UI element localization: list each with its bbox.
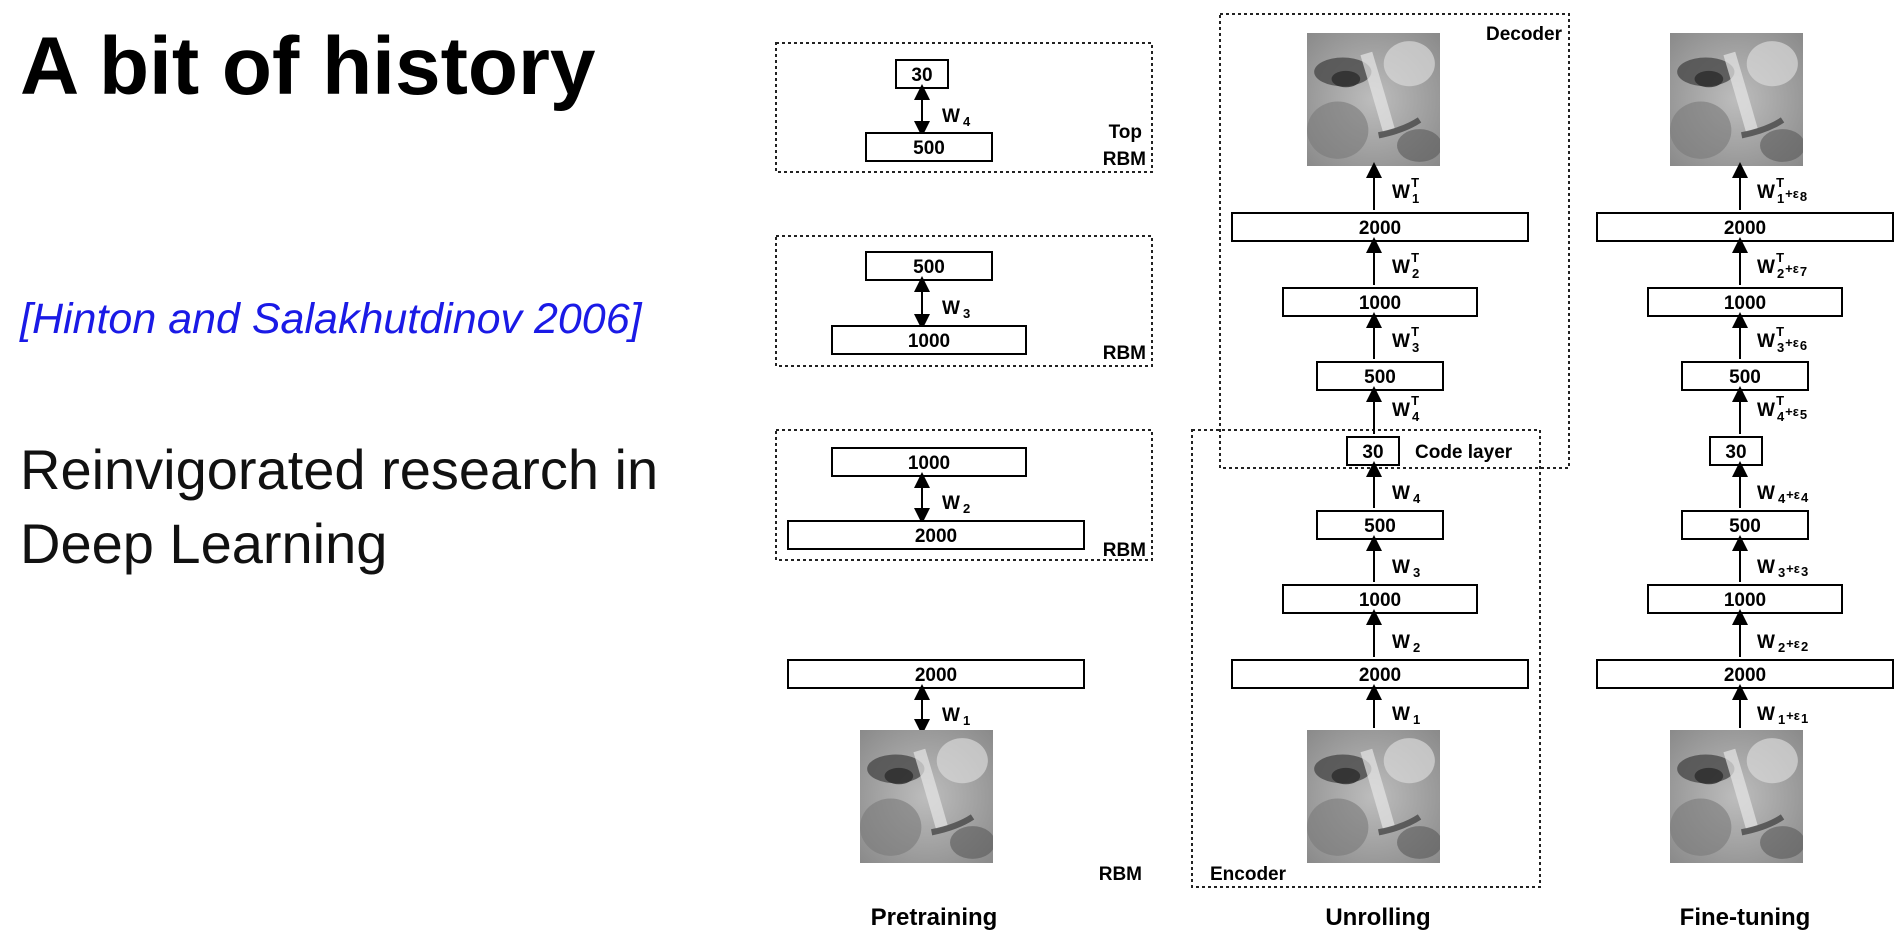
- rbm1-top-layer: [787, 659, 1085, 689]
- rbm3-top-layer: [865, 251, 993, 281]
- unroll-layer-2000-bottom-value: 2000: [1359, 665, 1401, 686]
- pretraining-face-image: [860, 730, 995, 863]
- body-text: Reinvigorated research in Deep Learning: [20, 433, 780, 582]
- ft-layer-1000-bottom-value: 1000: [1724, 590, 1766, 611]
- ft-layer-1000-bottom: [1647, 584, 1843, 614]
- rbm3-top-value: 500: [913, 257, 945, 278]
- rbm4-top-value: 30: [911, 65, 932, 86]
- unrolling-input-face: [1307, 730, 1442, 863]
- unroll-layer-2000-bottom: [1231, 659, 1529, 689]
- pretraining-caption: Pretraining: [871, 904, 998, 931]
- rbm2-bottom-value: 2000: [915, 526, 957, 547]
- slide-title: A bit of history: [20, 21, 596, 112]
- ft-layer-2000-top: [1596, 212, 1894, 242]
- rbm1-label: RBM: [1099, 864, 1142, 885]
- unroll-layer-1000-top: [1282, 287, 1478, 317]
- rbm3-bottom-layer: [831, 325, 1027, 355]
- unroll-layer-1000-bottom: [1282, 584, 1478, 614]
- unrolling-output-face: [1307, 33, 1442, 166]
- ft-code-value: 30: [1725, 442, 1746, 463]
- rbm3-frame: [775, 235, 1153, 367]
- finetuning-caption: Fine-tuning: [1680, 904, 1811, 931]
- rbm4-bottom-value: 500: [913, 138, 945, 159]
- unrolling-caption: Unrolling: [1325, 904, 1430, 931]
- rbm4-bottom-layer: [865, 132, 993, 162]
- ft-code-layer: [1709, 436, 1763, 466]
- ft-layer-1000-top-value: 1000: [1724, 293, 1766, 314]
- unroll-layer-500-top: [1316, 361, 1444, 391]
- unroll-layer-500-bottom: [1316, 510, 1444, 540]
- rbm4-top-layer: [895, 59, 949, 89]
- encoder-frame: [1191, 429, 1541, 888]
- top-rbm-label-2: RBM: [1103, 149, 1146, 170]
- unroll-layer-1000-bottom-value: 1000: [1359, 590, 1401, 611]
- body-line-1: Reinvigorated research in: [20, 438, 659, 501]
- unroll-layer-1000-top-value: 1000: [1359, 293, 1401, 314]
- rbm2-bottom-layer: [787, 520, 1085, 550]
- ft-layer-500-top-value: 500: [1729, 367, 1761, 388]
- unroll-layer-2000-top: [1231, 212, 1529, 242]
- unroll-layer-2000-top-value: 2000: [1359, 218, 1401, 239]
- unroll-code-value: 30: [1362, 442, 1383, 463]
- decoder-label: Decoder: [1486, 24, 1563, 45]
- unroll-layer-500-bottom-value: 500: [1364, 516, 1396, 537]
- ft-layer-500-top: [1681, 361, 1809, 391]
- unroll-layer-500-top-value: 500: [1364, 367, 1396, 388]
- decoder-frame: [1219, 13, 1570, 469]
- finetuning-output-face: [1670, 33, 1805, 166]
- rbm2-frame: [775, 429, 1153, 561]
- ft-layer-500-bottom: [1681, 510, 1809, 540]
- rbm2-label: RBM: [1103, 540, 1146, 561]
- finetuning-input-face: [1670, 730, 1805, 863]
- unroll-code-layer: [1346, 436, 1400, 466]
- rbm3-bottom-value: 1000: [908, 331, 950, 352]
- ft-layer-500-bottom-value: 500: [1729, 516, 1761, 537]
- citation-link[interactable]: [Hinton and Salakhutdinov 2006]: [20, 295, 642, 343]
- code-layer-label: Code layer: [1415, 442, 1513, 463]
- rbm3-label: RBM: [1103, 343, 1146, 364]
- encoder-label: Encoder: [1210, 864, 1287, 885]
- top-rbm-label-1: Top: [1109, 122, 1142, 143]
- body-line-2: Deep Learning: [20, 512, 388, 576]
- rbm1-top-value: 2000: [915, 665, 957, 686]
- ft-layer-2000-top-value: 2000: [1724, 218, 1766, 239]
- ft-layer-2000-bottom-value: 2000: [1724, 665, 1766, 686]
- rbm2-top-value: 1000: [908, 453, 950, 474]
- top-rbm-frame: [775, 42, 1153, 173]
- unrolling-column: Decoder Encoder 2000 1000 500 30 Code la…: [1191, 13, 1570, 931]
